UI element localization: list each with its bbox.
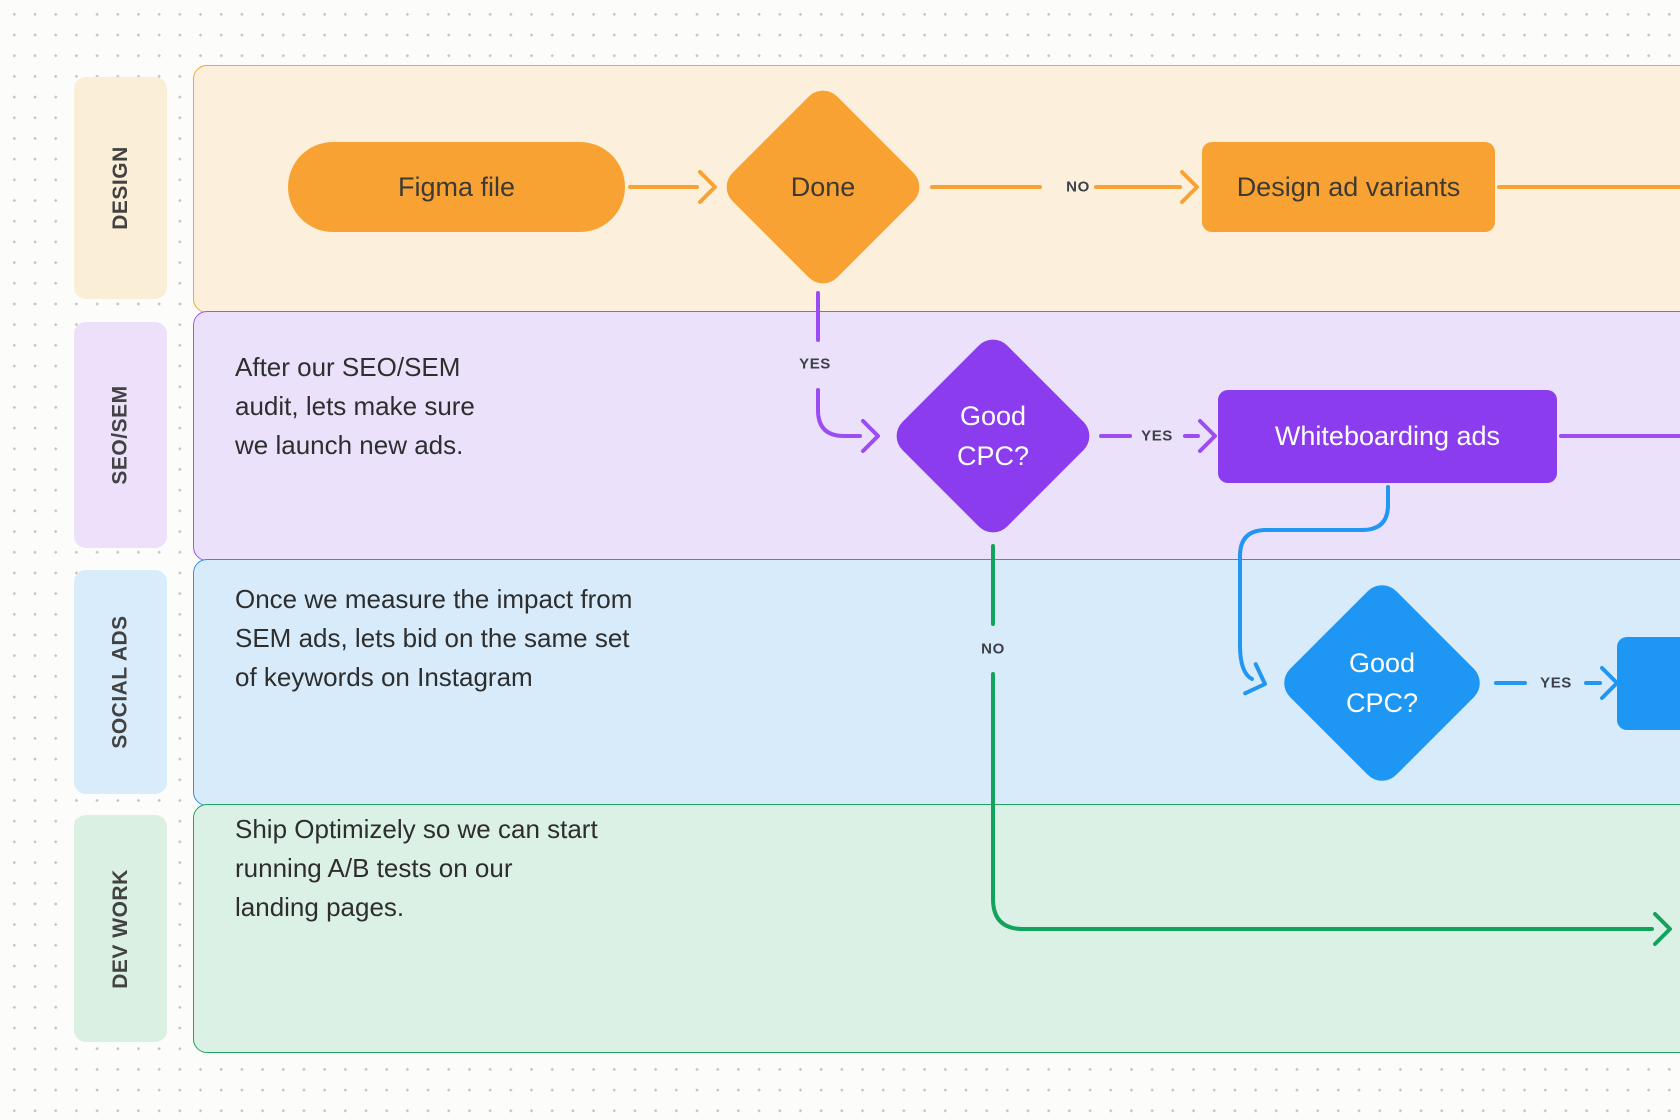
description-line: audit, lets make sure [235, 391, 475, 421]
whiteboarding-ads-label: Whiteboarding ads [1274, 421, 1501, 451]
edge-label-sem-yes[interactable]: YES [1141, 427, 1173, 445]
description-line: we launch new ads. [235, 430, 464, 460]
edge-label-sem-no[interactable]: NO [981, 640, 1005, 658]
description-line: Once we measure the impact from [235, 584, 633, 614]
design-ad-variants-node[interactable]: Design ad variants [1202, 142, 1495, 232]
connector-cpc-sem-yes-to-whiteboarding[interactable] [1099, 419, 1217, 453]
connector-figma-to-done[interactable] [628, 170, 717, 204]
cropped-right-node[interactable] [1617, 637, 1680, 730]
social-ads-description[interactable]: Once we measure the impact from SEM ads,… [235, 580, 632, 697]
lane-tab-seo-sem[interactable]: SEO/SEM [74, 322, 167, 548]
connector-done-yes-to-cpc-sem[interactable] [816, 291, 880, 453]
connector-cpc-sem-no-to-dev[interactable] [991, 544, 1672, 946]
lane-tab-dev-work[interactable]: DEV WORK [74, 815, 167, 1042]
connector-done-no-to-variants[interactable] [930, 170, 1199, 204]
connector-whiteboarding-to-cpc-social[interactable] [1238, 485, 1390, 698]
seo-sem-description[interactable]: After our SEO/SEM audit, lets make sure … [235, 348, 475, 465]
connector-cpc-social-yes-to-node[interactable] [1494, 666, 1619, 700]
edge-label-done-yes[interactable]: YES [799, 355, 831, 373]
lane-tab-design[interactable]: DESIGN [74, 77, 167, 299]
description-line: After our SEO/SEM [235, 352, 461, 382]
figma-file-node[interactable]: Figma file [288, 142, 625, 232]
description-line: landing pages. [235, 892, 405, 922]
description-line: of keywords on Instagram [235, 662, 533, 692]
description-line: Ship Optimizely so we can start [235, 814, 598, 844]
edge-label-social-yes[interactable]: YES [1540, 674, 1572, 692]
lane-tab-social-ads[interactable]: SOCIAL ADS [74, 570, 167, 794]
figma-file-label: Figma file [397, 171, 516, 202]
description-line: running A/B tests on our [235, 853, 513, 883]
edge-label-done-no[interactable]: NO [1066, 178, 1090, 196]
description-line: SEM ads, lets bid on the same set [235, 623, 630, 653]
dev-work-description[interactable]: Ship Optimizely so we can start running … [235, 810, 598, 927]
design-ad-variants-label: Design ad variants [1236, 171, 1461, 202]
whiteboarding-ads-node[interactable]: Whiteboarding ads [1218, 390, 1557, 483]
